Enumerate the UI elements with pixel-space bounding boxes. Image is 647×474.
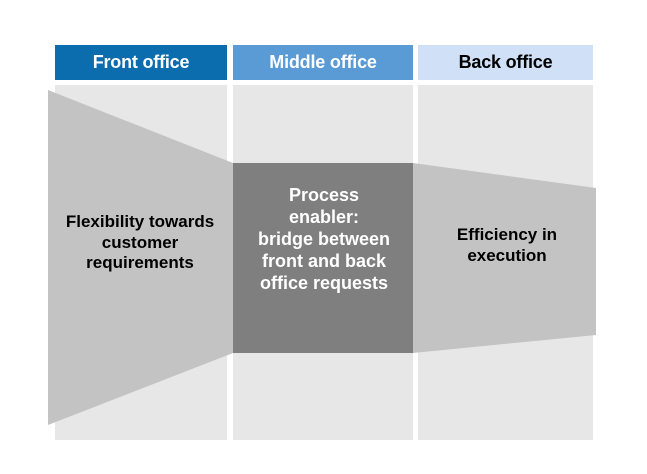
text-line: bridge between [257,228,391,249]
text-line: enabler: [288,206,360,227]
text-line: execution [467,245,547,265]
text-line: office requests [259,272,389,293]
header-back-office-label: Back office [458,52,553,72]
header-front-office[interactable]: Front office [55,45,227,80]
text-line: front and back [261,250,386,271]
text-line: requirements [86,253,194,273]
header-middle-office-label: Middle office [269,52,377,72]
header-front-office-label: Front office [92,52,190,72]
text-line: Flexibility towards [65,212,215,231]
text-line: Process [288,185,360,205]
text-line: Efficiency in [456,225,558,244]
text-line: customer [101,232,179,252]
header-back-office[interactable]: Back office [418,45,593,80]
header-middle-office[interactable]: Middle office [233,45,413,80]
